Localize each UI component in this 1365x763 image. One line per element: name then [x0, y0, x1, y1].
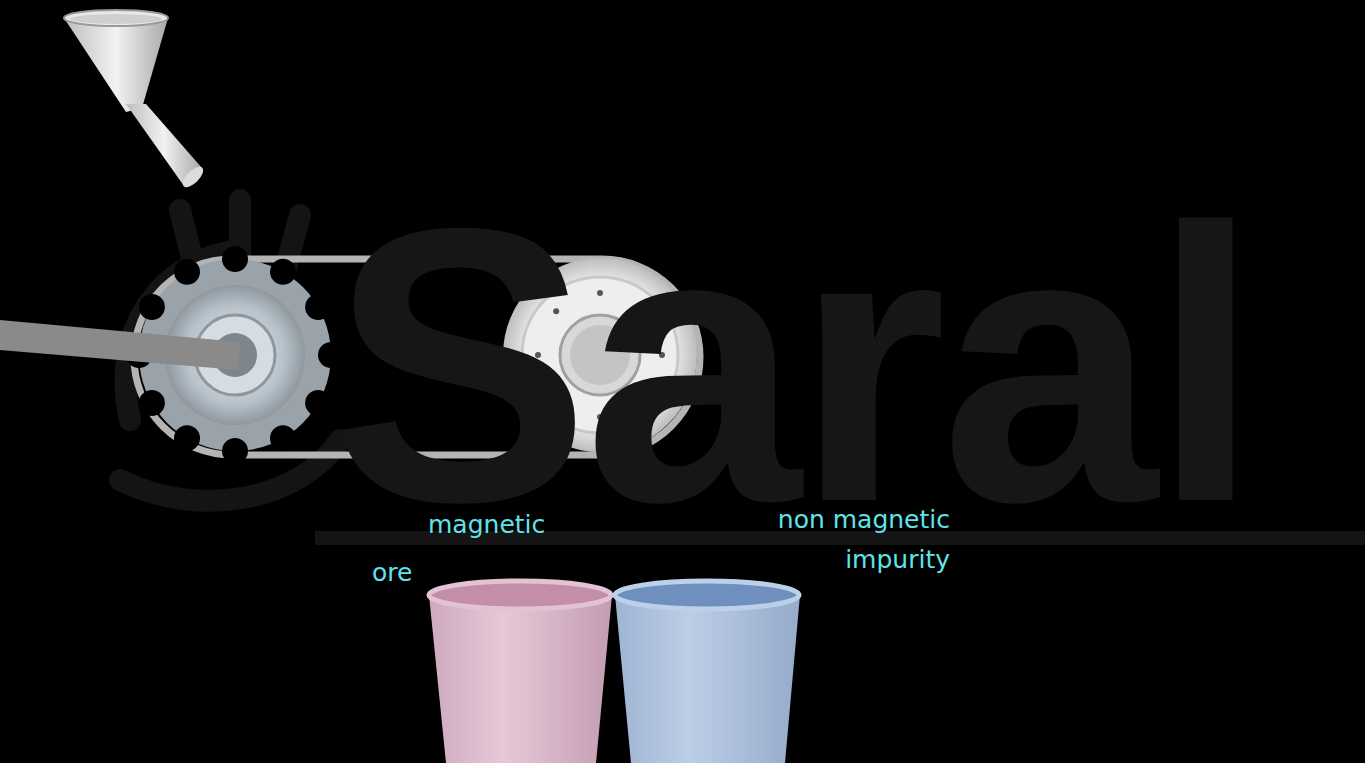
bucket-label: non magnetic impurity: [725, 500, 950, 580]
gear-notch: [305, 390, 331, 416]
watermark: Saral: [330, 170, 1254, 560]
bucket-label: ore: [372, 553, 412, 593]
gear-notch: [305, 294, 331, 320]
bucket-label: magnetic: [428, 505, 545, 545]
gear-notch: [270, 425, 296, 451]
gear-notch: [222, 246, 248, 272]
gear-notch: [174, 425, 200, 451]
gear-notch: [222, 438, 248, 464]
drive-rod: [0, 320, 240, 370]
blue-bucket: [615, 581, 800, 763]
pink-bucket: [429, 581, 612, 763]
gear-notch: [174, 259, 200, 285]
gear-notch: [139, 294, 165, 320]
gear-notch: [270, 259, 296, 285]
funnel: [64, 10, 206, 190]
gear-notch: [139, 390, 165, 416]
